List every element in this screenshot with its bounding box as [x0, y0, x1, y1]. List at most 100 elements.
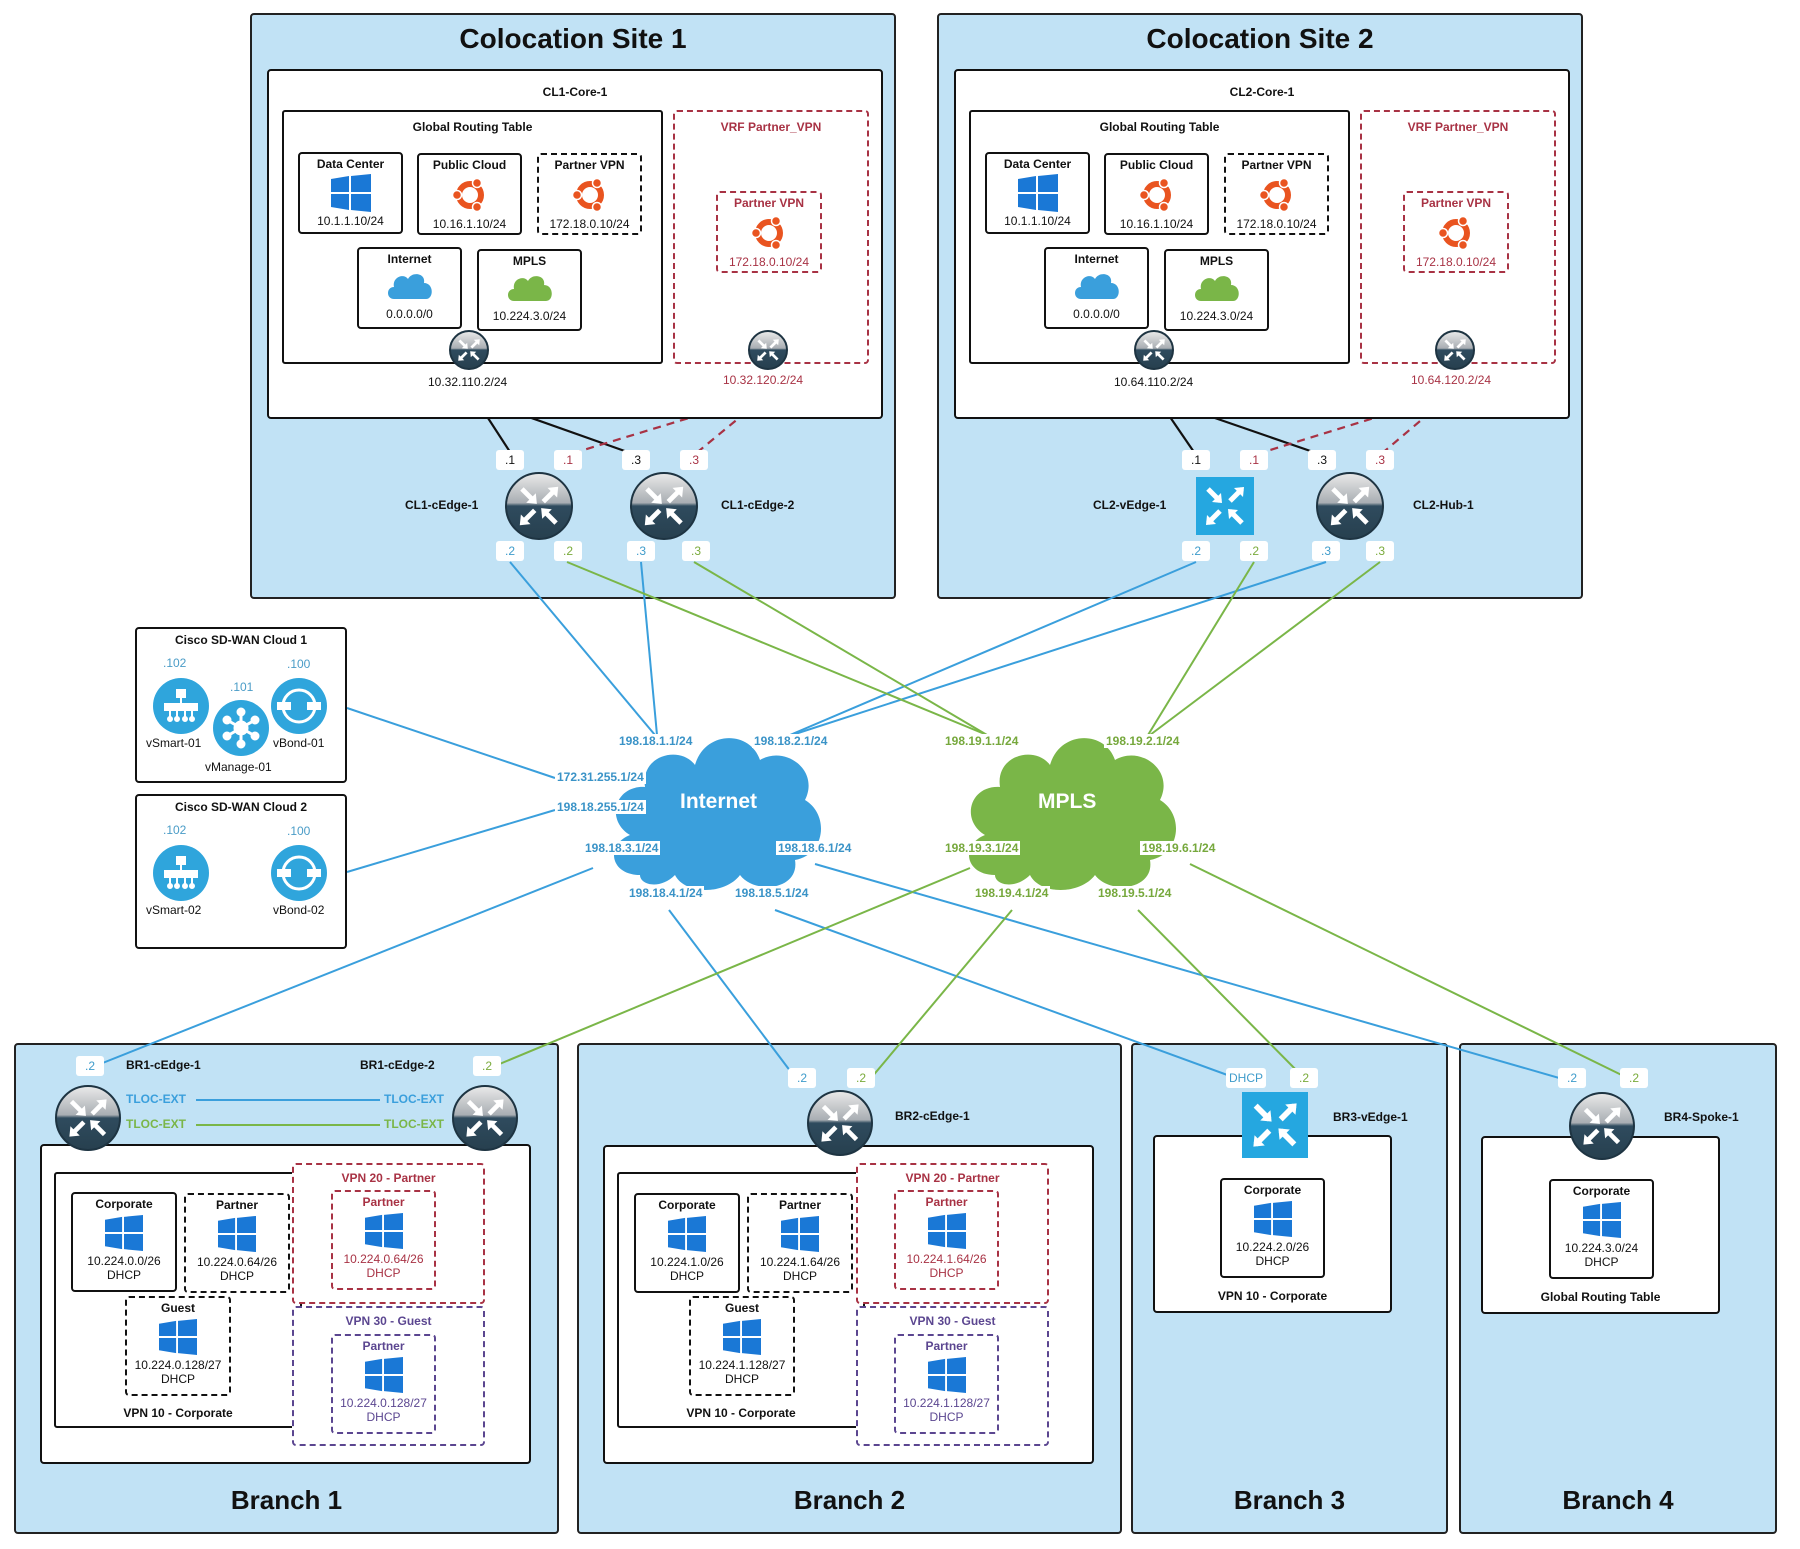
service-public-cloud[interactable]: Public Cloud 10.16.1.10/24 [417, 153, 522, 235]
lan-guest[interactable]: Guest 10.224.0.128/27 DHCP [125, 1296, 231, 1396]
router-arrows-icon [1444, 339, 1466, 361]
service-name: Data Center [316, 157, 385, 171]
service-name: Public Cloud [432, 158, 507, 172]
cedge-router-icon[interactable] [55, 1085, 121, 1151]
port-label: .2 [554, 541, 582, 561]
hub-router-icon[interactable] [1316, 472, 1384, 540]
windows-icon [927, 1356, 966, 1394]
transport-ip-label: 198.18.4.1/24 [627, 886, 705, 900]
grt-router-icon[interactable] [1134, 330, 1174, 370]
service-ip: 0.0.0.0/0 [1073, 307, 1120, 321]
vrf-router-icon[interactable] [1435, 330, 1475, 370]
service-mpls[interactable]: MPLS 10.224.3.0/24 [477, 249, 582, 331]
lan-corporate[interactable]: Corporate 10.224.3.0/24 DHCP [1549, 1179, 1654, 1279]
cloud-title: Cisco SD-WAN Cloud 2 [174, 800, 307, 814]
service-partner-vpn[interactable]: Partner VPN 172.18.0.10/24 [1224, 153, 1329, 235]
internet-cloud-icon[interactable] [600, 725, 830, 895]
vbond-icon[interactable] [271, 845, 327, 901]
controller-ip: .102 [163, 823, 187, 837]
lan-mode: DHCP [1584, 1255, 1619, 1269]
lan-name: Guest [160, 1301, 195, 1315]
vedge-router-icon[interactable] [1242, 1092, 1308, 1158]
service-ip: 10.16.1.10/24 [1119, 217, 1194, 231]
table-title: VPN 10 - Corporate [1217, 1289, 1328, 1303]
grt-title: Global Routing Table [1099, 120, 1220, 134]
vedge-router-icon[interactable] [1196, 477, 1254, 535]
cloud-icon [1074, 274, 1119, 299]
service-ip: 172.18.0.10/24 [549, 217, 630, 231]
lan-name: Corporate [95, 1197, 153, 1211]
lan-mode: DHCP [219, 1269, 254, 1283]
service-data-center[interactable]: Data Center 10.1.1.10/24 [298, 152, 403, 234]
lan-corporate[interactable]: Corporate 10.224.1.0/26 DHCP [634, 1193, 740, 1293]
lan-vpn20-partner[interactable]: Partner 10.224.1.64/26 DHCP [894, 1190, 999, 1290]
vrf-title: VRF Partner_VPN [1407, 120, 1509, 134]
router-arrows-icon [1583, 1107, 1621, 1145]
vrf-service-partner-vpn[interactable]: Partner VPN 172.18.0.10/24 [716, 191, 822, 273]
cloud-icon [387, 274, 432, 299]
vpn-title: VPN 30 - Guest [909, 1314, 996, 1328]
service-data-center[interactable]: Data Center 10.1.1.10/24 [985, 152, 1090, 234]
vsmart-icon[interactable] [153, 845, 209, 901]
lan-mode: DHCP [106, 1268, 141, 1282]
lan-corporate[interactable]: Corporate 10.224.2.0/26 DHCP [1220, 1178, 1325, 1278]
lan-guest[interactable]: Guest 10.224.1.128/27 DHCP [689, 1296, 795, 1396]
windows-icon [1253, 1200, 1292, 1238]
lan-vpn30-partner[interactable]: Partner 10.224.1.128/27 DHCP [894, 1334, 999, 1434]
lan-mode: DHCP [724, 1372, 759, 1386]
service-mpls[interactable]: MPLS 10.224.3.0/24 [1164, 249, 1269, 331]
lan-vpn30-partner[interactable]: Partner 10.224.0.128/27 DHCP [331, 1334, 436, 1434]
router-arrows-icon [466, 1099, 504, 1137]
vsmart-icon[interactable] [153, 678, 209, 734]
service-public-cloud[interactable]: Public Cloud 10.16.1.10/24 [1104, 153, 1209, 235]
lan-partner[interactable]: Partner 10.224.0.64/26 DHCP [184, 1193, 290, 1293]
lan-mode: DHCP [366, 1266, 401, 1280]
windows-icon [781, 1215, 819, 1253]
ubuntu-icon [750, 215, 783, 251]
service-internet[interactable]: Internet 0.0.0.0/0 [1044, 247, 1149, 329]
service-ip: 10.224.3.0/24 [1179, 309, 1254, 323]
service-name: Data Center [1003, 157, 1072, 171]
service-name: Partner VPN [1241, 158, 1312, 172]
transport-ip-label: 198.19.2.1/24 [1104, 734, 1182, 748]
service-ip: 0.0.0.0/0 [386, 307, 433, 321]
windows-icon [364, 1356, 403, 1394]
mpls-cloud-icon[interactable] [955, 725, 1185, 895]
service-partner-vpn[interactable]: Partner VPN 172.18.0.10/24 [537, 153, 642, 235]
lan-name: Partner [925, 1195, 968, 1209]
vrf-router-icon[interactable] [748, 330, 788, 370]
cedge-router-icon[interactable] [505, 472, 573, 540]
cedge-router-icon[interactable] [807, 1090, 873, 1156]
grt-router-ip: 10.32.110.2/24 [428, 375, 508, 389]
device-name: BR1-cEdge-2 [360, 1058, 435, 1072]
controller-name: vManage-01 [205, 760, 272, 774]
lan-partner[interactable]: Partner 10.224.1.64/26 DHCP [747, 1193, 853, 1293]
lan-corporate[interactable]: Corporate 10.224.0.0/26 DHCP [71, 1192, 177, 1292]
cedge-router-icon[interactable] [630, 472, 698, 540]
lan-subnet: 10.224.0.64/26 [196, 1255, 278, 1269]
windows-icon [105, 1214, 143, 1252]
transport-ip-label: 198.18.6.1/24 [776, 841, 854, 855]
lan-name: Partner [778, 1198, 822, 1212]
ubuntu-icon [571, 177, 604, 213]
vmanage-icon[interactable] [213, 700, 269, 756]
controller-name: vBond-01 [273, 736, 325, 750]
service-internet[interactable]: Internet 0.0.0.0/0 [357, 247, 462, 329]
port-label: .2 [1240, 541, 1268, 561]
grt-router-icon[interactable] [449, 330, 489, 370]
vpn-title: VPN 20 - Partner [341, 1171, 436, 1185]
vrf-service-partner-vpn[interactable]: Partner VPN 172.18.0.10/24 [1403, 191, 1509, 273]
cedge-router-icon[interactable] [452, 1085, 518, 1151]
device-name: CL2-vEdge-1 [1093, 498, 1167, 512]
lan-vpn20-partner[interactable]: Partner 10.224.0.64/26 DHCP [331, 1190, 436, 1290]
port-label: .2 [496, 541, 524, 561]
vbond-icon[interactable] [271, 678, 327, 734]
tloc-ext-link [196, 1099, 380, 1101]
ubuntu-icon [451, 177, 484, 213]
tloc-ext-label: TLOC-EXT [384, 1092, 444, 1106]
transport-ip-label: 198.18.2.1/24 [752, 734, 830, 748]
spoke-router-icon[interactable] [1569, 1092, 1635, 1160]
lan-subnet: 10.224.1.0/26 [650, 1255, 724, 1269]
port-label: .3 [1312, 541, 1340, 561]
service-ip: 172.18.0.10/24 [1236, 217, 1317, 231]
